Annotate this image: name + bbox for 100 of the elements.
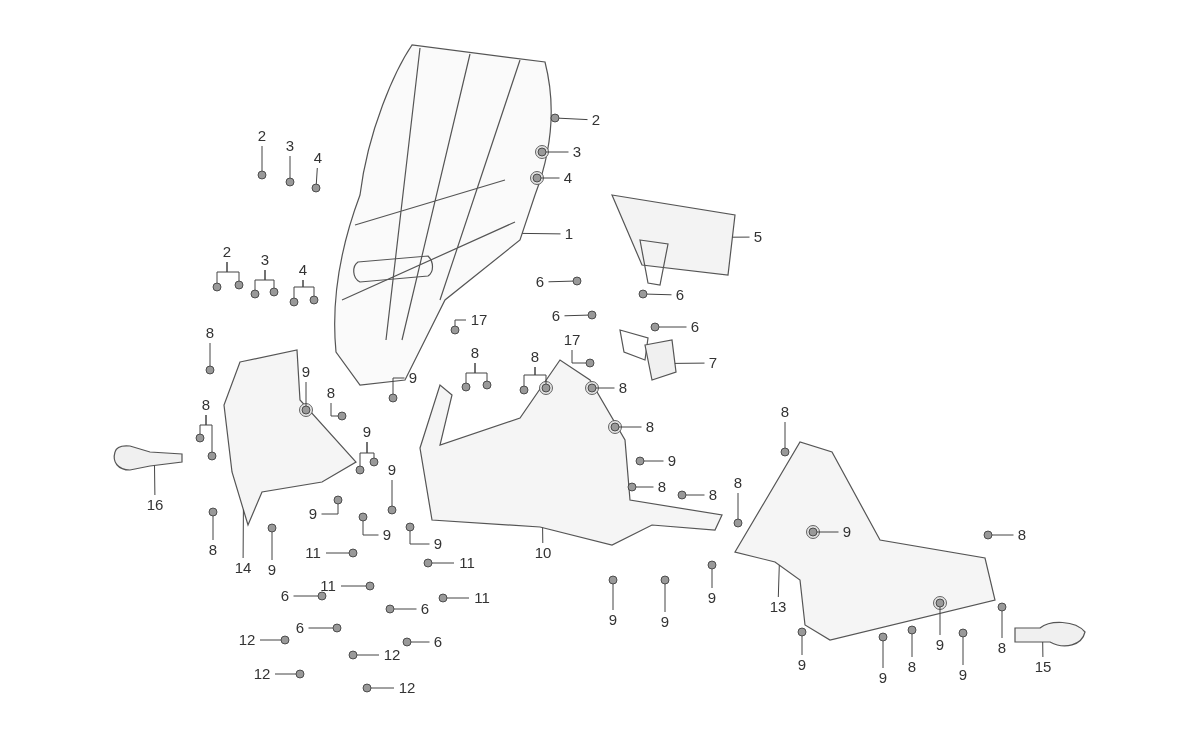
fastener	[332, 623, 342, 633]
fastener	[638, 289, 648, 299]
callout-number: 15	[1034, 659, 1052, 675]
leader-line	[1042, 641, 1044, 658]
leader-line	[643, 460, 664, 462]
fastener	[438, 593, 448, 603]
leader-line	[370, 687, 395, 689]
callout-number: 9	[301, 364, 311, 380]
callout-number: 2	[222, 244, 232, 260]
leader-line	[635, 486, 654, 488]
leader-line	[777, 564, 780, 598]
callout-number: 4	[313, 150, 323, 166]
callout-number: 3	[572, 144, 582, 160]
fastener	[797, 627, 807, 637]
leader-line	[205, 414, 213, 453]
fastener	[535, 145, 549, 159]
callout-number: 9	[797, 657, 807, 673]
leader-line	[330, 402, 339, 417]
leader-line	[548, 280, 574, 283]
callout-number: 9	[382, 527, 392, 543]
callout-number: 8	[530, 349, 540, 365]
fastener	[983, 530, 993, 540]
callout-number: 8	[733, 475, 743, 491]
fastener	[402, 637, 412, 647]
callout-number: 12	[238, 632, 256, 648]
callout-number: 9	[842, 524, 852, 540]
fastener	[627, 482, 637, 492]
leader-line	[991, 534, 1014, 536]
callout-number: 9	[267, 562, 277, 578]
callout-number: 8	[201, 397, 211, 413]
callout-number: 17	[470, 312, 488, 328]
fastener	[635, 456, 645, 466]
leader-line	[474, 362, 488, 382]
leader-line	[226, 261, 240, 282]
fastener	[387, 505, 397, 515]
callout-number: 9	[660, 614, 670, 630]
leader-line	[711, 568, 713, 589]
leader-line	[664, 583, 666, 613]
fastener	[530, 171, 544, 185]
leader-line	[431, 562, 455, 564]
callout-number: 3	[285, 138, 295, 154]
fastener	[550, 113, 560, 123]
callout-number: 2	[591, 112, 601, 128]
fastener	[333, 495, 343, 505]
callout-number: 6	[280, 588, 290, 604]
leader-line	[242, 509, 244, 559]
leader-line	[595, 387, 615, 389]
fastener	[295, 669, 305, 679]
leader-line	[571, 349, 587, 364]
callout-number: 8	[326, 385, 336, 401]
callout-number: 12	[383, 647, 401, 663]
callout-number: 8	[780, 404, 790, 420]
callout-number: 9	[433, 536, 443, 552]
fastener	[212, 282, 222, 292]
callout-number: 6	[295, 620, 305, 636]
leader-line	[454, 319, 467, 327]
callout-number: 8	[470, 345, 480, 361]
fastener	[280, 635, 290, 645]
leader-line	[393, 608, 417, 610]
leader-line	[293, 595, 319, 597]
fastener	[250, 289, 260, 299]
leader-line	[271, 531, 273, 561]
fastener	[257, 170, 267, 180]
leader-line	[674, 362, 705, 364]
leader-line	[409, 530, 430, 545]
callout-number: 11	[320, 578, 336, 594]
leader-line	[542, 527, 544, 544]
callout-number: 17	[563, 332, 581, 348]
fastener	[207, 451, 217, 461]
leader-line	[911, 633, 913, 658]
callout-number: 2	[257, 128, 267, 144]
callout-number: 8	[657, 479, 667, 495]
callout-number: 8	[708, 487, 718, 503]
fastener	[405, 522, 415, 532]
fastener	[299, 403, 313, 417]
callout-number: 14	[234, 560, 252, 576]
fastener	[587, 310, 597, 320]
callout-number: 12	[253, 666, 271, 682]
fastener	[608, 575, 618, 585]
fastener	[195, 433, 205, 443]
leader-line	[315, 167, 318, 185]
callout-number: 6	[690, 319, 700, 335]
leader-line	[540, 177, 560, 179]
leader-line	[154, 464, 156, 496]
callout-number: 6	[551, 308, 561, 324]
fastener	[369, 457, 379, 467]
leader-line	[816, 531, 839, 533]
leader-line	[391, 479, 393, 507]
fastener	[362, 683, 372, 693]
callout-number: 8	[645, 419, 655, 435]
fastener	[234, 280, 244, 290]
fastener	[907, 625, 917, 635]
leader-line	[261, 145, 263, 172]
fastener	[309, 295, 319, 305]
callout-number: 9	[667, 453, 677, 469]
leader-line	[356, 654, 380, 656]
leader-line	[521, 232, 561, 235]
leader-line	[564, 314, 589, 317]
leader-line	[685, 494, 705, 496]
leader-line	[939, 606, 941, 636]
